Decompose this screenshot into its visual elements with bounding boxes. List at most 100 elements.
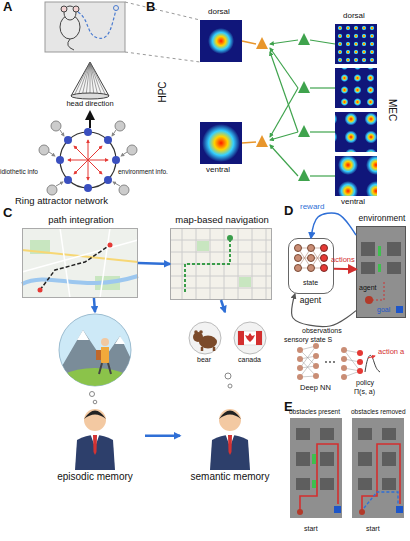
maze-scenario [312, 454, 316, 464]
agent-network [295, 245, 302, 252]
neuron-symbol [298, 33, 310, 45]
annotation: sensory state S [284, 336, 332, 344]
annotation: Ring attractor network [15, 196, 108, 206]
person-figure [210, 435, 250, 470]
person-figure [93, 435, 97, 455]
node-label: agent [284, 296, 337, 305]
street-map [38, 288, 43, 293]
node-label: map-based navigation [156, 215, 288, 225]
neuron-wiring [270, 145, 298, 176]
grid-field [335, 24, 377, 64]
person-figure [75, 409, 250, 470]
thought-icon [234, 322, 266, 354]
hiker-scene [49, 314, 141, 416]
neuron-wiring [270, 88, 298, 137]
region-label: ventral [341, 198, 365, 207]
street-map [22, 228, 138, 298]
maze-scenario [297, 509, 303, 515]
grid-map [227, 235, 233, 241]
maze-environment [361, 262, 375, 274]
maze-scenario [358, 478, 372, 490]
ring-attractor [56, 128, 120, 192]
neuron-wiring [270, 48, 298, 88]
neuron-symbol [256, 33, 310, 181]
node-label: episodic memory [35, 471, 155, 482]
thought-icon [238, 331, 262, 345]
neuron-wiring [310, 87, 335, 88]
hiker-scene [101, 347, 109, 363]
person-figure [84, 411, 106, 420]
annotation: head direction [60, 100, 120, 108]
hiker-scene [49, 330, 141, 416]
person-figure [84, 409, 106, 431]
ring-attractor [56, 156, 64, 164]
node-label: environment [347, 214, 410, 223]
hiker-scene [93, 400, 97, 404]
ring-attractor [88, 160, 89, 180]
mouse-arena [73, 6, 79, 12]
hiker-scene [101, 338, 109, 346]
ring-attractor [104, 176, 112, 184]
deep-network [357, 368, 363, 374]
neuron-wiring [310, 175, 335, 176]
edge-label: reward [300, 203, 324, 212]
mouse-arena [45, 2, 125, 52]
maze-environment [387, 242, 401, 256]
maze-environment [361, 242, 375, 256]
annotation: start [366, 525, 380, 533]
agent-network [308, 245, 315, 252]
grid-map [170, 228, 272, 300]
region-label: ventral [206, 166, 230, 175]
street-map [22, 228, 138, 298]
flow-arrow [292, 294, 356, 326]
head-direction-cone [74, 62, 106, 96]
place-field [200, 20, 242, 164]
input-neuron [115, 121, 125, 131]
head-direction-cone [71, 93, 109, 99]
region-label: dorsal [343, 12, 365, 21]
person-figure [228, 435, 232, 455]
ring-attractor [88, 160, 102, 174]
deep-network [329, 361, 331, 363]
input-neuron [49, 152, 55, 156]
maze-scenario [382, 428, 396, 440]
maze-scenario [320, 428, 334, 440]
deep-network [297, 356, 303, 362]
grid-field [335, 68, 377, 108]
maze-scenario [334, 506, 341, 513]
icon-label: bear [197, 356, 211, 364]
maze-environment [378, 246, 381, 256]
flow-arrow [94, 298, 95, 312]
input-arrow [89, 112, 91, 128]
input-neuron [56, 182, 63, 186]
input-neuron [119, 185, 129, 195]
maze-environment [396, 306, 403, 313]
ring-attractor [112, 156, 120, 164]
edge-label: observations [302, 327, 342, 335]
deep-network [341, 374, 347, 380]
grid-map [170, 228, 272, 300]
neuron-wiring [310, 131, 335, 132]
agent-network [308, 255, 315, 262]
map-panel: map-based navigation [170, 228, 272, 300]
input-neuron [112, 130, 116, 136]
node-label: state [289, 279, 332, 287]
hiker-scene [99, 363, 111, 374]
maze-scenario [320, 478, 334, 490]
maze-scenario [358, 452, 372, 466]
node-label: semantic memory [170, 471, 290, 482]
flow-arrow [221, 300, 225, 312]
thought-icon [238, 331, 244, 345]
thought-icon [202, 347, 214, 351]
input-neuron [60, 130, 64, 136]
annotation: Π(s, a) [354, 388, 375, 396]
deep-network [313, 363, 319, 369]
node-label: path integration [13, 215, 149, 225]
ring-attractor [64, 136, 72, 144]
maze-scenario [296, 478, 310, 490]
flow-arrow [311, 213, 356, 238]
person-figure [219, 409, 241, 431]
thought-icon [189, 322, 266, 388]
maze-scenario [296, 428, 310, 440]
